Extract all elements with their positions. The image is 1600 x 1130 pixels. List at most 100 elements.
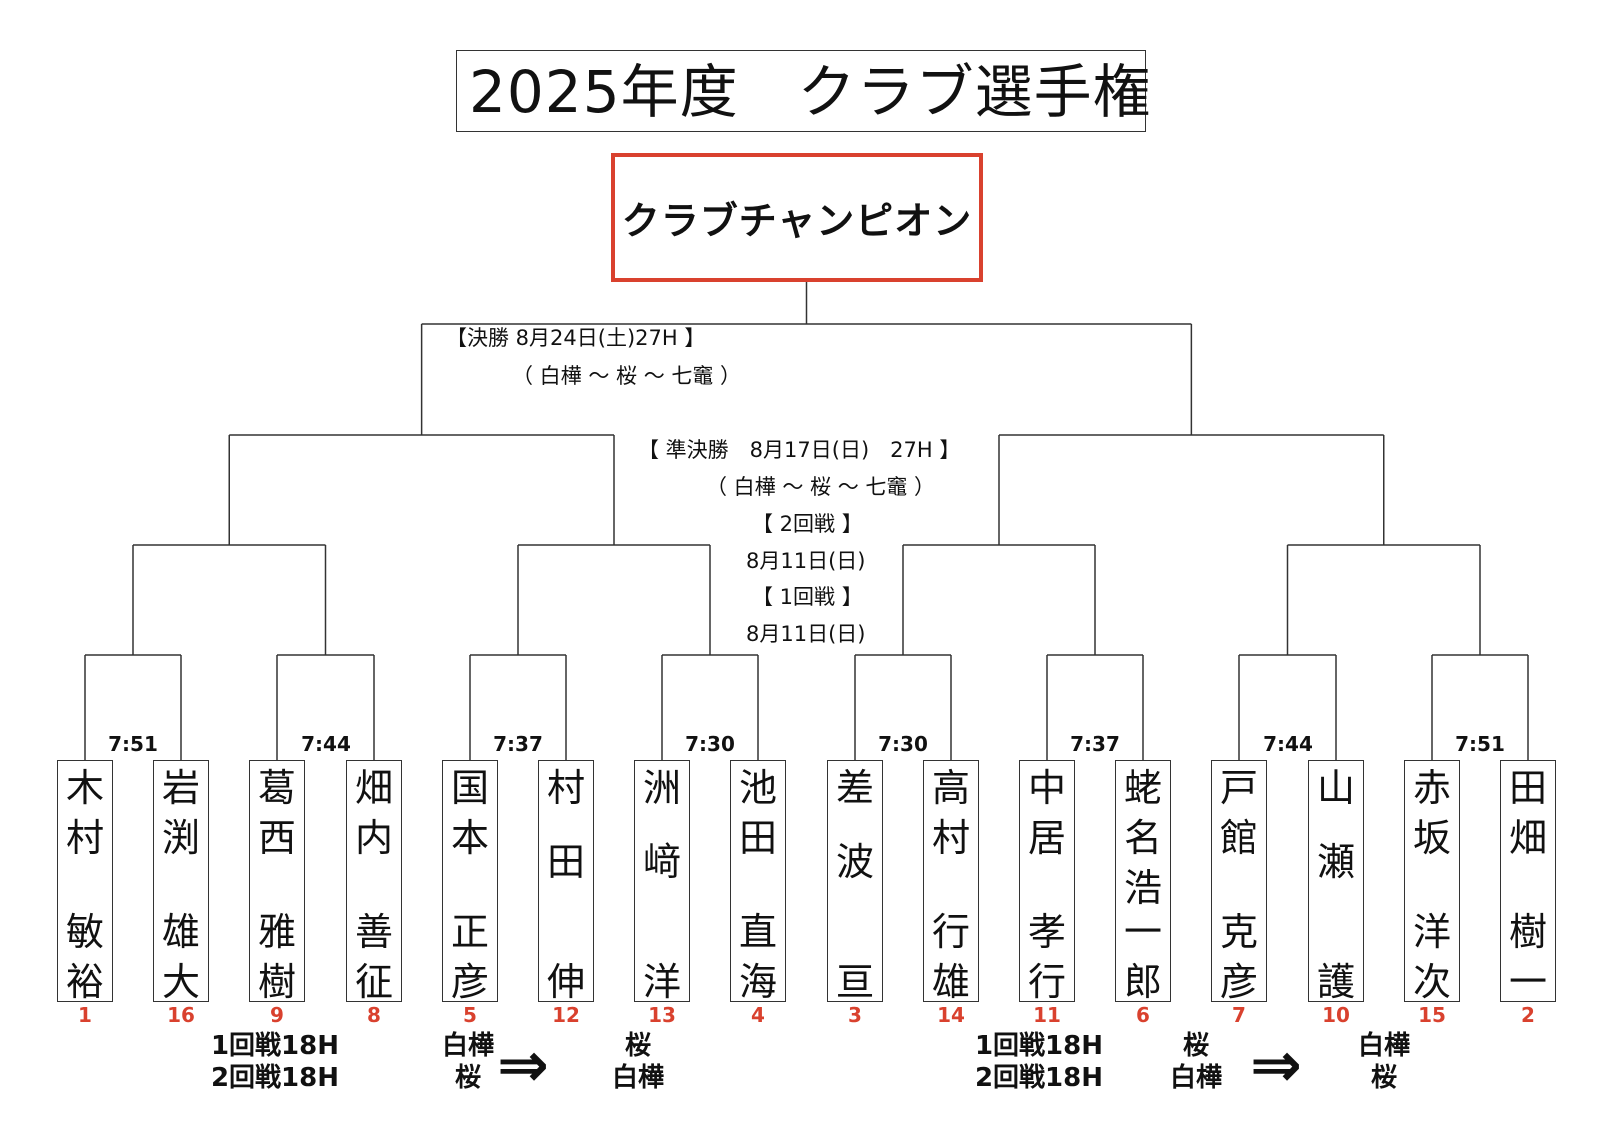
seed-number: 9	[270, 1003, 284, 1027]
seed-number: 10	[1322, 1003, 1350, 1027]
player-name-char: 彦	[1219, 960, 1258, 1004]
player-name-char: 村	[931, 816, 970, 860]
player-name-char: 田	[738, 816, 777, 860]
player-name-char: 雄	[931, 960, 970, 1004]
round1-date: 8月11日(日)	[746, 622, 866, 646]
tee-time: 7:37	[1070, 732, 1120, 756]
player-name-char: 差	[835, 766, 874, 810]
player-name-char: 護	[1316, 960, 1355, 1004]
player-name-char: 敏	[65, 910, 104, 954]
player-box: 木村敏裕	[57, 760, 113, 1004]
player-name-char: 﨑	[642, 840, 681, 884]
player-name-char: 葛	[257, 766, 296, 810]
player-name-char: 浩	[1123, 866, 1162, 910]
player-box: 池田直海	[730, 760, 786, 1004]
player-name-char: 孝	[1027, 910, 1066, 954]
left-round1-holes: 1回戦18H	[210, 1031, 340, 1061]
player-box: 葛西雅樹	[249, 760, 305, 1004]
tee-time: 7:44	[1263, 732, 1313, 756]
player-name-char: 大	[161, 960, 200, 1004]
player-box: 赤坂洋次	[1404, 760, 1460, 1004]
left-start-course-1: 白樺	[441, 1031, 494, 1061]
tee-time: 7:30	[878, 732, 928, 756]
player-name-char: 善	[354, 910, 393, 954]
player-name-char: 内	[354, 816, 393, 860]
player-name-char: 畑	[354, 766, 393, 810]
player-name-char: 洋	[1412, 910, 1451, 954]
seed-number: 15	[1418, 1003, 1446, 1027]
player-name-char: 山	[1316, 766, 1355, 810]
left-start-course-2: 桜	[454, 1063, 481, 1093]
player-name-char: 岩	[161, 766, 200, 810]
seed-number: 5	[463, 1003, 477, 1027]
seed-number: 6	[1136, 1003, 1150, 1027]
player-name-char: 坂	[1412, 816, 1451, 860]
player-box: 岩渕雄大	[153, 760, 209, 1004]
player-name-char: 洲	[642, 766, 681, 810]
seed-number: 2	[1521, 1003, 1535, 1027]
player-name-char: 村	[65, 816, 104, 860]
left-rounds-note: 1回戦18H 2回戦18H	[200, 1030, 350, 1094]
round2-date: 8月11日(日)	[746, 549, 866, 573]
right-rounds-note: 1回戦18H 2回戦18H	[964, 1030, 1114, 1094]
round1-label: 【 1回戦 】	[752, 585, 863, 609]
player-name-char: 正	[450, 910, 489, 954]
right-switch-courses: 白樺 桜	[1344, 1030, 1424, 1094]
left-arrow-icon: ⇒	[497, 1028, 549, 1101]
tee-time: 7:51	[1455, 732, 1505, 756]
player-name-char: 雄	[161, 910, 200, 954]
player-box: 山瀬護	[1308, 760, 1364, 1004]
champion-label: クラブチャンピオン	[621, 199, 973, 243]
seed-number: 1	[78, 1003, 92, 1027]
seed-number: 8	[367, 1003, 381, 1027]
player-name-char: 田	[546, 840, 585, 884]
right-arrow-icon: ⇒	[1250, 1028, 1302, 1101]
player-box: 高村行雄	[923, 760, 979, 1004]
player-name-char: 洋	[642, 960, 681, 1004]
player-name-char: 蛯	[1123, 766, 1162, 810]
player-name-char: 波	[835, 840, 874, 884]
player-box: 村田伸	[538, 760, 594, 1004]
right-round1-holes: 1回戦18H	[974, 1031, 1104, 1061]
player-name-char: 西	[257, 816, 296, 860]
player-name-char: 国	[450, 766, 489, 810]
seed-number: 4	[751, 1003, 765, 1027]
player-name-char: 雅	[257, 910, 296, 954]
semifinal-courses: （ 白樺 〜 桜 〜 七竈 ）	[706, 475, 936, 499]
final-label: 【決勝 8月24日(土)27H 】	[446, 326, 706, 350]
player-name-char: 行	[931, 910, 970, 954]
right-switch-course-1: 白樺	[1357, 1031, 1410, 1061]
semifinal-label: 【 準決勝 8月17日(日) 27H 】	[638, 438, 961, 462]
player-name-char: 池	[738, 766, 777, 810]
final-courses: （ 白樺 〜 桜 〜 七竈 ）	[512, 364, 742, 388]
player-name-char: 一	[1123, 910, 1162, 954]
right-round2-holes: 2回戦18H	[974, 1063, 1104, 1093]
page-title: 2025年度 クラブ選手権	[469, 58, 1152, 126]
player-name-char: 亘	[835, 960, 874, 1004]
player-name-char: 瀬	[1316, 840, 1355, 884]
seed-number: 7	[1232, 1003, 1246, 1027]
player-name-char: 樹	[257, 960, 296, 1004]
player-name-char: 直	[738, 910, 777, 954]
seed-number: 16	[167, 1003, 195, 1027]
player-name-char: 中	[1027, 766, 1066, 810]
player-name-char: 高	[931, 766, 970, 810]
player-name-char: 行	[1027, 960, 1066, 1004]
player-name-char: 戸	[1219, 766, 1258, 810]
player-name-char: 畑	[1508, 816, 1547, 860]
player-box: 畑内善征	[346, 760, 402, 1004]
player-name-char: 居	[1027, 816, 1066, 860]
player-name-char: 名	[1123, 816, 1162, 860]
left-round2-holes: 2回戦18H	[210, 1063, 340, 1093]
right-start-courses: 桜 白樺	[1156, 1030, 1236, 1094]
player-name-char: 樹	[1508, 910, 1547, 954]
seed-number: 13	[648, 1003, 676, 1027]
player-name-char: 海	[738, 960, 777, 1004]
left-switch-course-2: 白樺	[611, 1063, 664, 1093]
player-name-char: 一	[1508, 960, 1547, 1004]
seed-number: 3	[848, 1003, 862, 1027]
left-start-courses: 白樺 桜	[428, 1030, 508, 1094]
left-switch-course-1: 桜	[624, 1031, 651, 1061]
